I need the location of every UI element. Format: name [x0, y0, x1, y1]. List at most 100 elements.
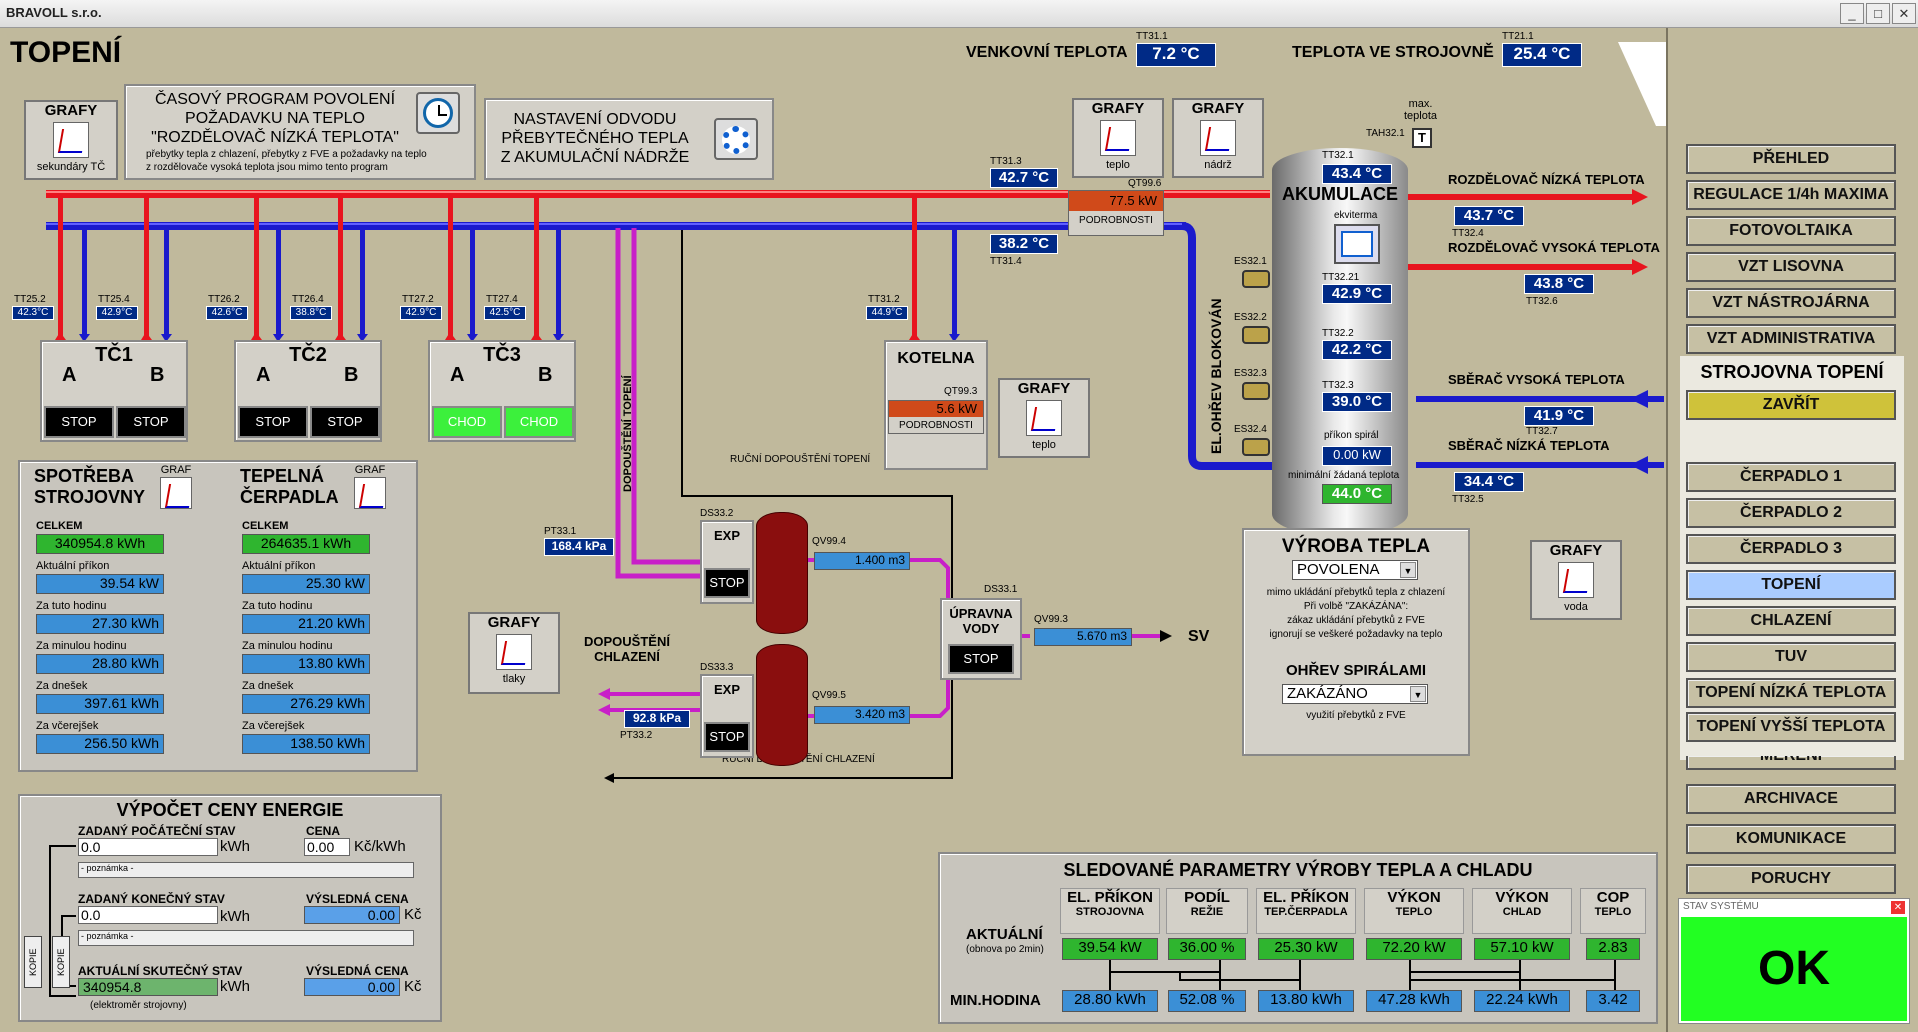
gear-icon[interactable]	[714, 118, 758, 160]
exp2-unit[interactable]: EXP STOP	[700, 674, 754, 758]
pipes-diagram	[46, 189, 1664, 783]
close-button[interactable]: ✕	[1892, 3, 1916, 24]
qt993-panel[interactable]: 5.6 kW PODROBNOSTI	[888, 400, 984, 434]
tc1-a-status[interactable]: STOP	[44, 406, 114, 438]
submenu-cerpadlo3[interactable]: ČERPADLO 3	[1686, 534, 1896, 564]
sidebar-item-fotovoltaika[interactable]: FOTOVOLTAIKA	[1686, 216, 1896, 246]
poznamka2-input[interactable]: - poznámka -	[78, 930, 414, 946]
parametry-panel: SLEDOVANÉ PARAMETRY VÝROBY TEPLA A CHLAD…	[938, 852, 1658, 1024]
submenu-cerpadlo1[interactable]: ČERPADLO 1	[1686, 462, 1896, 492]
window-title: BRAVOLL s.r.o.	[6, 5, 102, 20]
tc2-a-status[interactable]: STOP	[238, 406, 308, 438]
vyroba-select[interactable]: POVOLENA ▼	[1292, 560, 1418, 580]
tc3-name: TČ3	[483, 344, 521, 366]
sidebar-item-vzt-nastrojarna[interactable]: VZT NÁSTROJÁRNA	[1686, 288, 1896, 318]
chevron-down-icon[interactable]: ▼	[1410, 686, 1426, 702]
submenu-chlazeni[interactable]: CHLAZENÍ	[1686, 606, 1896, 636]
cena-input[interactable]: 0.00	[304, 838, 350, 856]
exp1-tank	[756, 512, 808, 634]
podrobnosti-button[interactable]: PODROBNOSTI	[1079, 215, 1153, 226]
tt254-value: 42.9°C	[96, 306, 138, 320]
submenu-tuv[interactable]: TUV	[1686, 642, 1896, 672]
kotelna-panel[interactable]: KOTELNA QT99.3 5.6 kW PODROBNOSTI	[884, 340, 988, 470]
col4-h2: CHLAD	[1502, 906, 1542, 918]
col0-h2: STROJOVNA	[1075, 906, 1145, 918]
tc2-b-status[interactable]: STOP	[310, 406, 380, 438]
sidebar-item-prehled[interactable]: PŘEHLED	[1686, 144, 1896, 174]
ohrev-select[interactable]: ZAKÁZÁNO ▼	[1282, 684, 1428, 704]
es323-tag: ES32.3	[1234, 368, 1267, 379]
spotreba-graf-button[interactable]: GRAF	[160, 464, 192, 510]
upravna-vody-unit[interactable]: ÚPRAVNA VODY STOP	[940, 598, 1022, 680]
sidebar-item-poruchy[interactable]: PORUCHY	[1686, 864, 1896, 894]
sidebar: PŘEHLED REGULACE 1/4h MAXIMA FOTOVOLTAIK…	[1668, 28, 1918, 1032]
min-zadana-value[interactable]: 44.0 °C	[1322, 484, 1392, 504]
tc-vcer-value: 138.50 kWh	[242, 734, 370, 754]
tc2-unit[interactable]: TČ2 A B STOP STOP	[234, 340, 382, 442]
kotelna-title: KOTELNA	[897, 350, 975, 367]
tc1-unit[interactable]: TČ1 A B STOP STOP	[40, 340, 188, 442]
program-line1: ČASOVÝ PROGRAM POVOLENÍ	[154, 91, 396, 108]
kon-input[interactable]: 0.0	[78, 906, 218, 924]
close-icon[interactable]: ✕	[1891, 901, 1905, 914]
cena-title: VÝPOČET CENY ENERGIE	[116, 800, 344, 820]
tc3-a: A	[450, 364, 465, 386]
cerpadla-graf-button[interactable]: GRAF	[354, 464, 386, 510]
chevron-down-icon[interactable]: ▼	[1400, 562, 1416, 578]
tc1-b-status[interactable]: STOP	[116, 406, 186, 438]
sidebar-item-vzt-administrativa[interactable]: VZT ADMINISTRATIVA	[1686, 324, 1896, 354]
col4-h1: VÝKON	[1495, 889, 1549, 906]
poznamka1-input[interactable]: - poznámka -	[78, 862, 414, 878]
qv993-tag: QV99.3	[1034, 614, 1068, 625]
exp1-unit[interactable]: EXP STOP	[700, 520, 754, 604]
tc-ap-value: 25.30 kW	[242, 574, 370, 594]
submenu-topeni-nizka[interactable]: TOPENÍ NÍZKÁ TEPLOTA	[1686, 678, 1896, 708]
sidebar-item-regulace[interactable]: REGULACE 1/4h MAXIMA	[1686, 180, 1896, 210]
max-label: max.	[1408, 98, 1433, 110]
grafy-nadrz-button[interactable]: GRAFY nádrž	[1172, 98, 1264, 178]
kopie1-button[interactable]: KOPIE	[24, 936, 42, 988]
clock-icon[interactable]	[416, 92, 460, 134]
exp2-status[interactable]: STOP	[704, 722, 750, 752]
kopie2-button[interactable]: KOPIE	[52, 936, 70, 988]
tc3-b: B	[538, 364, 553, 386]
minimize-button[interactable]: _	[1840, 3, 1864, 24]
submenu-topeni[interactable]: TOPENÍ	[1686, 570, 1896, 600]
grafy-voda-button[interactable]: GRAFY voda	[1530, 540, 1622, 620]
sidebar-item-vzt-lisovna[interactable]: VZT LISOVNA	[1686, 252, 1896, 282]
sidebar-item-archivace[interactable]: ARCHIVACE	[1686, 784, 1896, 814]
submenu-cerpadlo2[interactable]: ČERPADLO 2	[1686, 498, 1896, 528]
zavrit-button[interactable]: ZAVŘÍT	[1686, 390, 1896, 420]
tc3-unit[interactable]: TČ3 A B CHOD CHOD	[428, 340, 576, 442]
grafy-teplo2-button[interactable]: GRAFY teplo	[998, 378, 1090, 458]
sp-tuh-value: 27.30 kWh	[36, 614, 164, 634]
submenu-topeni-vyssi[interactable]: TOPENÍ VYŠŠÍ TEPLOTA	[1686, 712, 1896, 742]
grafy-tlaky-button[interactable]: GRAFY tlaky	[468, 612, 560, 694]
maximize-button[interactable]: □	[1866, 3, 1890, 24]
kotelna-podrobnosti-button[interactable]: PODROBNOSTI	[899, 420, 973, 431]
grafy-teplo-button[interactable]: GRAFY teplo	[1072, 98, 1164, 178]
tc-ap-label: Aktuální příkon	[242, 560, 316, 572]
tt211-tag: TT21.1	[1502, 31, 1534, 42]
poc-input[interactable]: 0.0	[78, 838, 218, 856]
vysl2-unit: Kč	[404, 978, 422, 995]
dop-chlazeni-line1: DOPOUŠTĚNÍ	[584, 634, 670, 649]
casovy-program-panel[interactable]: ČASOVÝ PROGRAM POVOLENÍ POŽADAVKU NA TEP…	[124, 84, 476, 180]
heater1-icon	[1242, 270, 1270, 288]
tc-min-label: Za minulou hodinu	[242, 640, 333, 652]
tc3-b-status[interactable]: CHOD	[504, 406, 574, 438]
qt996-panel[interactable]: 77.5 kW PODROBNOSTI	[1068, 190, 1164, 236]
sidebar-item-mereni[interactable]: MĚŘENÍ	[1686, 756, 1896, 770]
exp2-tank	[756, 644, 808, 766]
grafy-sekundary-button[interactable]: GRAFY sekundáry TČ	[24, 100, 118, 180]
akt-label: AKTUÁLNÍ SKUTEČNÝ STAV	[78, 964, 243, 978]
upravna-status[interactable]: STOP	[948, 644, 1014, 674]
tc3-a-status[interactable]: CHOD	[432, 406, 502, 438]
vyroba-tepla-panel: VÝROBA TEPLA POVOLENA ▼ mimo ukládání př…	[1242, 528, 1470, 756]
ekviterm-icon[interactable]	[1334, 224, 1380, 264]
exp1-status[interactable]: STOP	[704, 568, 750, 598]
vyroba-note3: zákaz ukládání přebytků z FVE	[1287, 615, 1425, 626]
col1-h1: PODÍL	[1184, 889, 1230, 906]
odvod-tepla-panel[interactable]: NASTAVENÍ ODVODU PŘEBYTEČNÉHO TEPLA Z AK…	[484, 98, 774, 180]
sidebar-item-komunikace[interactable]: KOMUNIKACE	[1686, 824, 1896, 854]
